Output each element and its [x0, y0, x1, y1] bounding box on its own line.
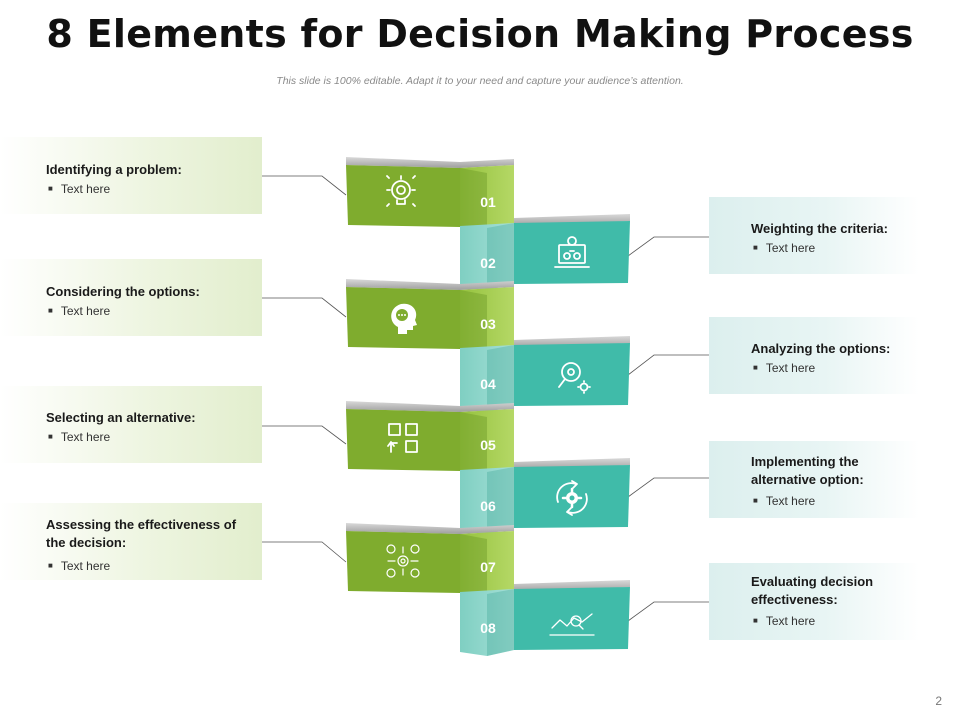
grid-select-icon [387, 423, 418, 453]
step-title: Identifying a problem: [46, 162, 182, 177]
ribbon-flag-07 [346, 531, 460, 593]
connector-line-06 [627, 477, 709, 498]
step-box-06: Implementing the alternative option: ■Te… [709, 441, 919, 518]
ribbon-center-04 [460, 345, 514, 412]
laptop-gear-icon [554, 236, 590, 268]
ribbon-shadow [346, 523, 514, 534]
step-number: 03 [480, 316, 496, 332]
step-box-07: Assessing the effectiveness of the decis… [0, 503, 262, 580]
ribbon-center-06 [460, 467, 514, 534]
step-bullet: ■Text here [753, 241, 816, 255]
network-gear-icon [386, 544, 420, 578]
step-number: 01 [480, 194, 496, 210]
step-box-03: Considering the options: ■Text here [0, 259, 262, 336]
step-bullet: ■Text here [48, 304, 111, 318]
step-box-04: Analyzing the options: ■Text here [709, 317, 919, 394]
connector-line-03 [262, 297, 347, 318]
step-bullet: ■Text here [753, 614, 816, 628]
page-title: 8 Elements for Decision Making Process [46, 12, 914, 56]
ribbon-fold [487, 467, 514, 534]
step-title: Considering the options: [46, 284, 200, 299]
page-subtitle: This slide is 100% editable. Adapt it to… [276, 75, 684, 87]
connector-line-04 [627, 354, 709, 376]
ribbon-shadow [346, 401, 514, 412]
ribbon-center-08 [460, 589, 514, 656]
step-bullet: ■Text here [48, 182, 111, 196]
step-number: 05 [480, 437, 496, 453]
ribbon-flag-05 [346, 409, 460, 471]
connector-line-05 [262, 425, 347, 445]
ribbon-fold [460, 168, 487, 229]
ribbon-flag-01 [346, 165, 460, 227]
ribbon-shadow [346, 279, 514, 290]
target-bulb-icon [386, 175, 416, 207]
step-bullet: ■Text here [753, 494, 816, 508]
connector-line-07 [262, 541, 347, 563]
ribbon-fold [487, 223, 514, 290]
connector-line-08 [627, 601, 709, 622]
step-title: Analyzing the options: [751, 341, 891, 356]
step-title: Evaluating decision effectiveness: [751, 574, 874, 607]
ribbon-center-03 [460, 287, 514, 351]
step-bullet: ■Text here [753, 361, 816, 375]
step-title: Assessing the effectiveness of the decis… [46, 517, 237, 550]
connector-line-02 [627, 236, 709, 257]
step-box-08: Evaluating decision effectiveness: ■Text… [709, 563, 919, 640]
step-title: Selecting an alternative: [46, 410, 196, 425]
ribbon-center-02 [460, 223, 514, 290]
ribbon-fold [460, 412, 487, 473]
step-number: 02 [480, 255, 496, 271]
ribbon-center-05 [460, 409, 514, 473]
head-thought-icon [391, 303, 417, 334]
cycle-gear-icon [556, 480, 588, 516]
step-bullet: ■Text here [48, 559, 111, 573]
ribbon-fold [487, 345, 514, 412]
step-number: 04 [480, 376, 496, 392]
connector-lines [262, 175, 709, 622]
ribbon-fold [487, 589, 514, 656]
ribbon-shadow [346, 157, 514, 168]
ribbon-fold [460, 534, 487, 595]
ribbon-fold [460, 290, 487, 351]
step-number: 08 [480, 620, 496, 636]
step-number: 06 [480, 498, 496, 514]
step-box-05: Selecting an alternative: ■Text here [0, 386, 262, 463]
magnifier-gear-icon [558, 362, 591, 394]
step-title: Implementing the alternative option: [751, 454, 864, 487]
step-title: Weighting the criteria: [751, 221, 888, 236]
step-box-01: Identifying a problem: ■Text here [0, 137, 262, 214]
page-number: 2 [935, 694, 942, 708]
chart-analysis-icon [549, 613, 595, 636]
ribbon-center-07 [460, 531, 514, 595]
ribbon-flag-02 [514, 221, 630, 284]
connector-line-01 [262, 175, 347, 196]
step-number: 07 [480, 559, 496, 575]
step-bullet: ■Text here [48, 430, 111, 444]
step-box-02: Weighting the criteria: ■Text here [709, 197, 919, 274]
ribbon-center-01 [460, 165, 514, 229]
